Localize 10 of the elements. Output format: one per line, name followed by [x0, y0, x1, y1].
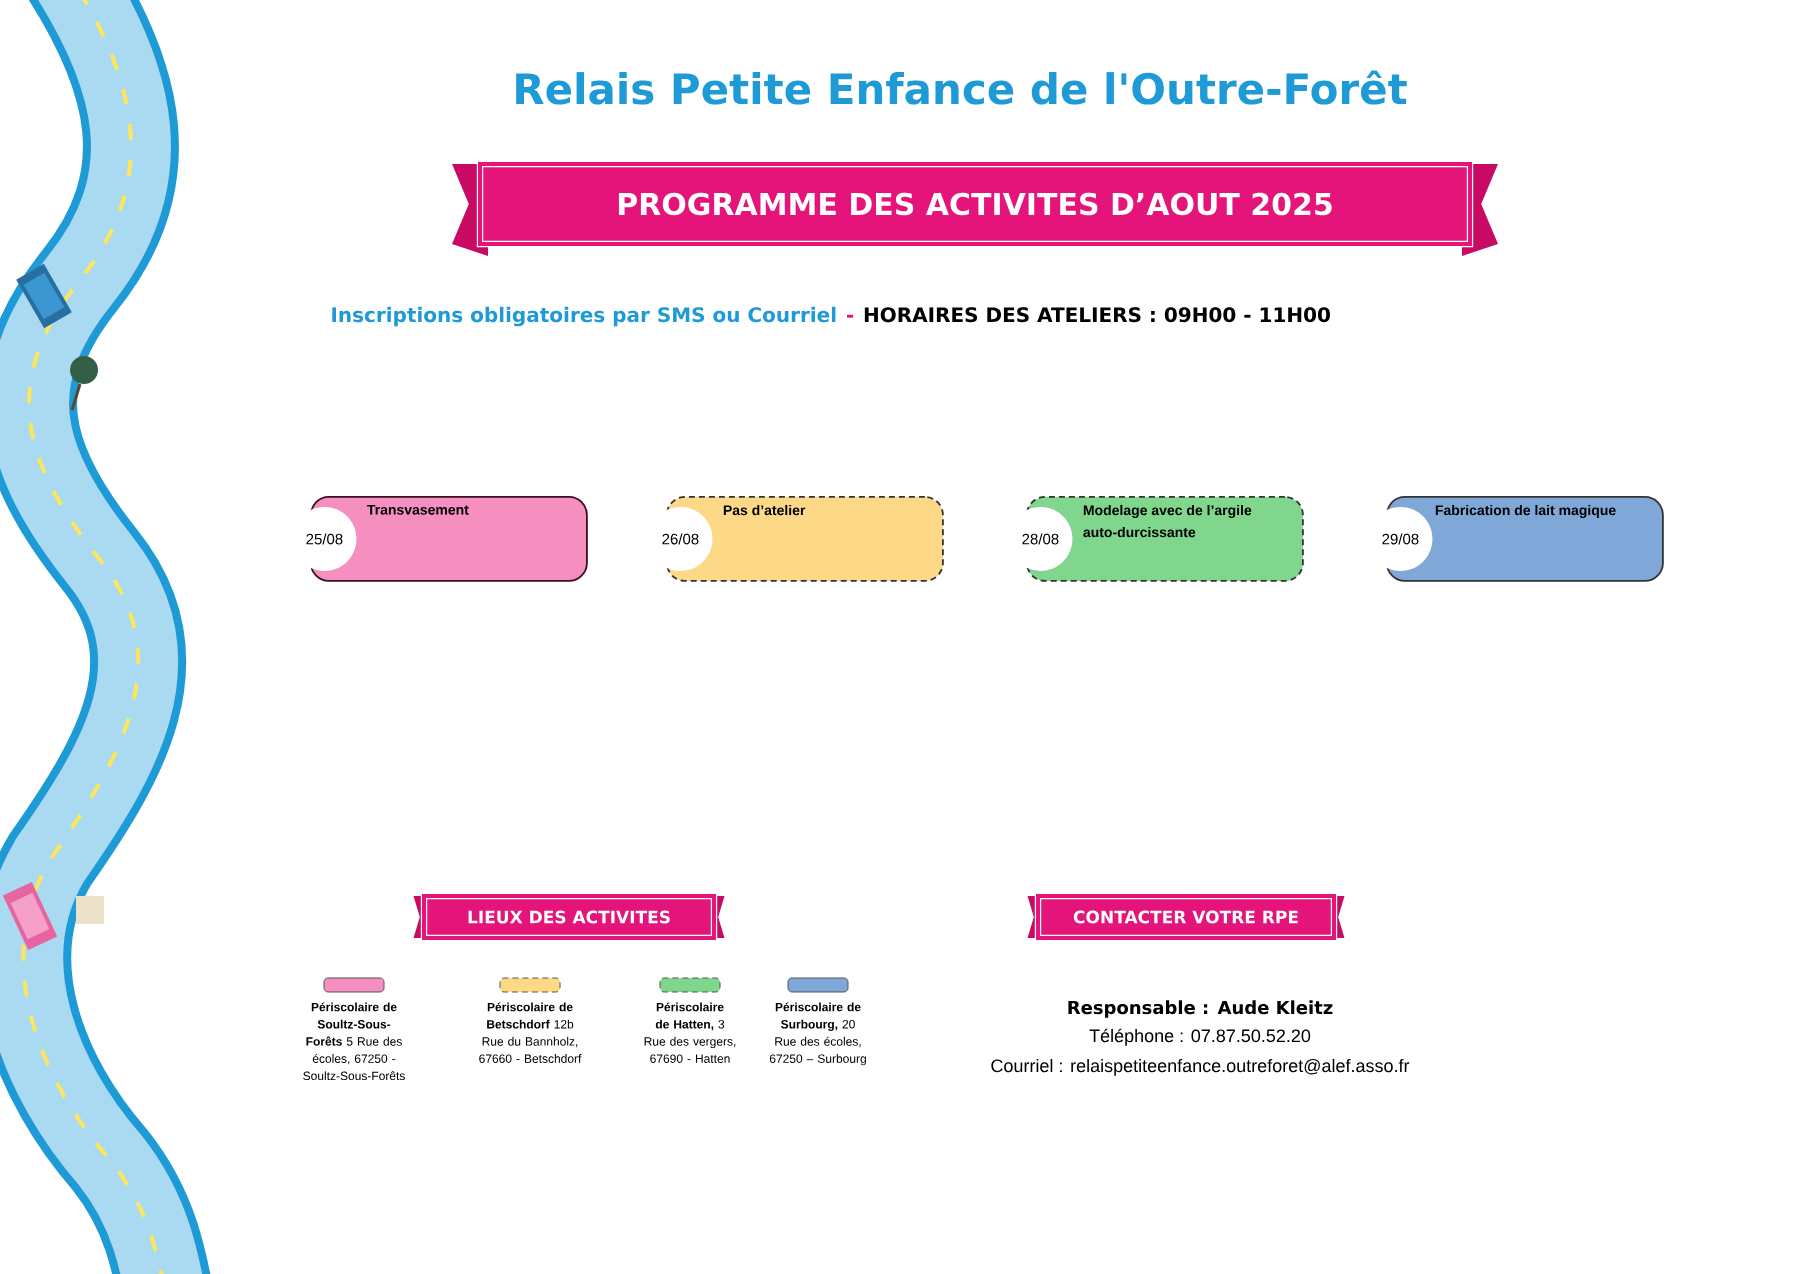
- contact-phone: Téléphone : 07.87.50.52.20: [1089, 1028, 1311, 1046]
- title: Relais Petite Enfance de l'Outre-Forêt: [516, 70, 1407, 105]
- schedule-text: HORAIRES DES ATELIERS : 09H00 - 11H00: [864, 307, 1330, 323]
- ribbon-banner: PROGRAMME DES ACTIVITES D’AOUT 2025: [452, 160, 1498, 256]
- registration-text: Inscriptions obligatoires par SMS ou Courriel: [332, 306, 836, 327]
- contact-name: Responsable : Aude Kleitz: [1068, 1000, 1333, 1018]
- ribbon-banner: CONTACTER VOTRE RPE: [1027, 892, 1345, 942]
- ribbon-banner: LIEUX DES ACTIVITES: [413, 892, 725, 942]
- separator-dash: -: [847, 314, 854, 318]
- contact-email: Courriel : relaispetiteenfance.outreforet@alef.asso.fr: [991, 1058, 1410, 1076]
